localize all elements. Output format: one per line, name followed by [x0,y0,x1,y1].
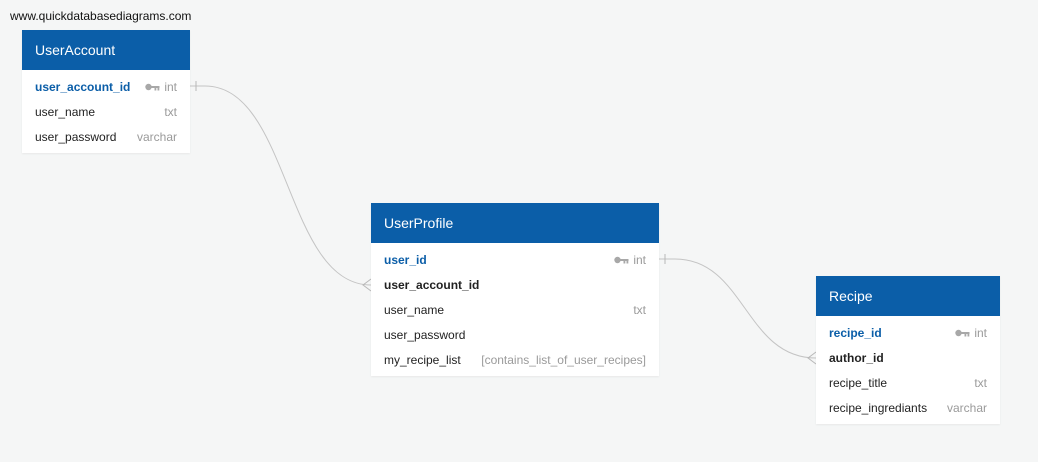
column-name: recipe_title [829,375,888,390]
many-cardinality-mark [362,278,372,292]
table-row[interactable]: user_account_id [371,272,659,297]
column-type: int [145,80,177,94]
table-useraccount[interactable]: UserAccount user_account_id int user_nam… [22,30,190,153]
key-icon [614,256,629,263]
column-type-label: int [164,79,177,94]
column-name: my_recipe_list [384,352,461,367]
column-type: txt [164,104,177,119]
column-name: user_name [35,104,96,119]
column-name: recipe_ingrediants [829,400,928,415]
table-row[interactable]: user_password varchar [22,124,190,149]
table-recipe[interactable]: Recipe recipe_id int author_id recipe_ti… [816,276,1000,424]
table-row[interactable]: author_id [816,345,1000,370]
column-type: [contains_list_of_user_recipes] [481,352,646,367]
column-name: user_account_id [35,79,131,94]
table-row[interactable]: user_name txt [22,99,190,124]
table-title[interactable]: Recipe [816,276,1000,316]
watermark: www.quickdatabasediagrams.com [10,9,192,23]
table-row[interactable]: recipe_title txt [816,370,1000,395]
column-type: txt [974,375,987,390]
key-icon [955,329,970,336]
table-row[interactable]: user_id int [371,247,659,272]
key-icon [145,83,160,90]
relationship-line-useraccount-userprofile [190,85,372,286]
table-row[interactable]: user_account_id int [22,74,190,99]
column-name: user_account_id [384,277,480,292]
table-title[interactable]: UserAccount [22,30,190,70]
column-name: user_password [384,327,466,342]
column-type-label: int [974,325,987,340]
column-name: user_id [384,252,427,267]
table-row[interactable]: my_recipe_list [contains_list_of_user_re… [371,347,659,372]
column-type: varchar [136,129,177,144]
table-row[interactable]: user_name txt [371,297,659,322]
table-title[interactable]: UserProfile [371,203,659,243]
column-name: recipe_id [829,325,882,340]
table-row[interactable]: user_password [371,322,659,347]
relationship-line-userprofile-recipe [659,258,817,359]
table-userprofile[interactable]: UserProfile user_id int user_account_id … [371,203,659,376]
column-type: varchar [946,400,987,415]
column-name: author_id [829,350,884,365]
column-name: user_password [35,129,117,144]
column-name: user_name [384,302,445,317]
column-type-label: int [633,252,646,267]
column-type: int [614,253,646,267]
column-type: txt [633,302,646,317]
table-row[interactable]: recipe_id int [816,320,1000,345]
many-cardinality-mark [807,351,817,365]
table-row[interactable]: recipe_ingrediants varchar [816,395,1000,420]
column-type: int [955,326,987,340]
